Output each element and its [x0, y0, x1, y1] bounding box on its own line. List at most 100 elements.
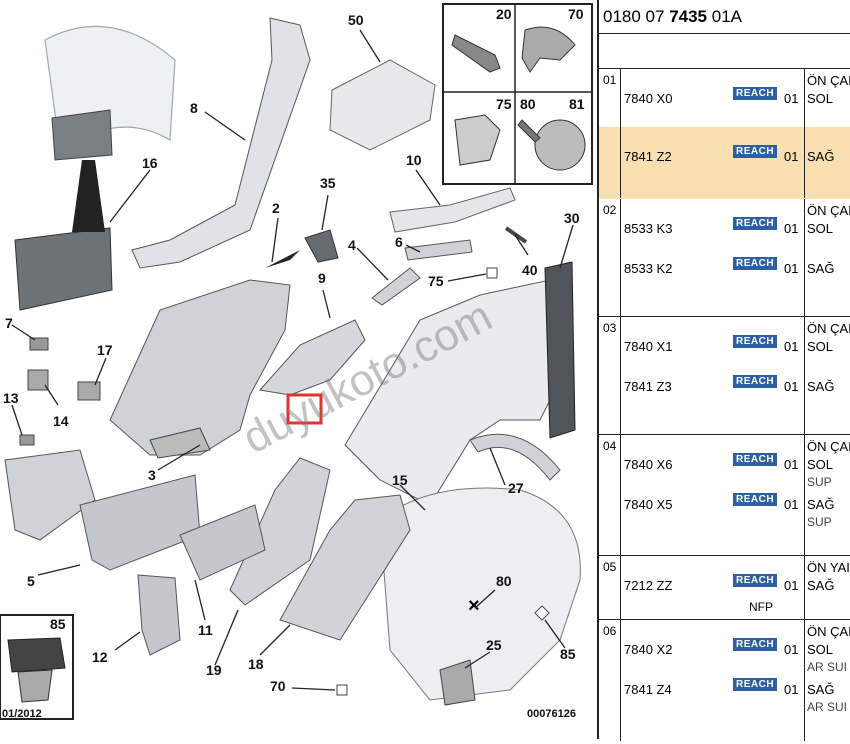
part-variant: SUP	[807, 475, 832, 489]
clip-part-17	[77, 381, 101, 401]
callout-5: 5	[27, 573, 35, 589]
callout-14: 14	[53, 413, 69, 429]
part-side: SAĞ	[807, 578, 835, 593]
callout-27: 27	[508, 480, 524, 496]
group-index: 04	[603, 439, 617, 453]
callout-7: 7	[5, 315, 13, 331]
inset-callout-80: 80	[520, 96, 536, 112]
part-desc: ÖN ÇAI	[807, 624, 850, 639]
part-40	[504, 226, 528, 244]
reach-badge: REACH	[733, 574, 778, 587]
group-index: 01	[603, 73, 617, 87]
leader-lines	[11, 29, 574, 691]
bracket-part-16-top	[51, 109, 113, 161]
part-code: 7212 ZZ	[624, 578, 673, 593]
part-code: 7840 X5	[624, 497, 673, 512]
part-row[interactable]: 7212 ZZ REACH 01 ÖN YAI SAĞ NFP	[599, 556, 850, 614]
part-desc: ÖN ÇAI	[807, 73, 850, 88]
nfp-label: NFP	[749, 600, 773, 614]
callout-35: 35	[320, 175, 336, 191]
callout-15: 15	[392, 472, 408, 488]
clip-part-75	[486, 267, 498, 279]
part-side: SAĞ	[807, 261, 835, 276]
part-variant: SUP	[807, 515, 832, 529]
reach-badge: REACH	[733, 257, 778, 270]
group-index: 06	[603, 624, 617, 638]
ref-main: 7435	[669, 7, 708, 26]
part-row[interactable]: 7840 X2 REACH 01 ÖN ÇAI SOL AR SUI	[599, 620, 850, 678]
group-01: 7840 X0 REACH 01 ÖN ÇAI SOL 7841 Z2 REAC…	[599, 69, 850, 199]
part-side: SOL	[807, 91, 834, 106]
callout-25: 25	[486, 637, 502, 653]
callout-4: 4	[348, 237, 356, 253]
cross-mark: ×	[468, 595, 480, 617]
part-side: SOL	[807, 642, 834, 657]
ref-suffix: 01A	[707, 7, 742, 26]
part-variant: AR SUI	[807, 700, 848, 714]
part-side: SOL	[807, 221, 834, 236]
part-row[interactable]: 8533 K2 REACH 01 SAĞ	[599, 239, 850, 297]
clip-part-85	[534, 605, 550, 621]
callout-19: 19	[206, 662, 222, 678]
reach-badge: REACH	[733, 678, 778, 691]
part-35	[304, 229, 339, 263]
bracket-part-25	[439, 659, 476, 706]
clip-part-70-inset	[521, 26, 576, 73]
washer-part-81	[534, 119, 586, 171]
clip-part-7	[29, 337, 49, 351]
part-row[interactable]: 7840 X1 REACH 01 ÖN ÇAI SOL	[599, 317, 850, 375]
part-side: SAĞ	[807, 149, 835, 164]
part-row[interactable]: 7840 X6 REACH 01 ÖN ÇAI SOL SUP	[599, 435, 850, 493]
inset-callout-85: 85	[50, 616, 66, 632]
part-row-selected[interactable]: 7841 Z2 REACH 01 SAĞ	[599, 127, 850, 199]
clip-part-85-inset	[7, 637, 66, 673]
group-index: 03	[603, 321, 617, 335]
clip-part-13	[19, 434, 35, 446]
callout-70: 70	[270, 678, 286, 694]
diagram-code: 00076126	[527, 708, 576, 720]
callout-18: 18	[248, 656, 264, 672]
callout-3: 3	[148, 467, 156, 483]
part-side: SAĞ	[807, 682, 835, 697]
part-row[interactable]: 7840 X0 REACH 01 ÖN ÇAI SOL	[599, 69, 850, 127]
pointer-wedge-16	[72, 160, 105, 232]
part-variant: AR SUI	[807, 660, 848, 674]
part-code: 7840 X1	[624, 339, 673, 354]
quantity: 01	[784, 339, 799, 354]
clip-part-70	[336, 684, 348, 696]
reach-badge: REACH	[733, 145, 778, 158]
header-blank-row	[599, 34, 850, 69]
part-row[interactable]: 8533 K3 REACH 01 ÖN ÇAI SOL	[599, 199, 850, 257]
part-row[interactable]: 7841 Z4 REACH 01 SAĞ AR SUI	[599, 660, 850, 718]
parts-diagram: ×	[0, 3, 593, 720]
callout-11: 11	[198, 622, 213, 638]
callout-75: 75	[428, 273, 444, 289]
part-row[interactable]: 7841 Z3 REACH 01 SAĞ	[599, 357, 850, 415]
part-desc: ÖN ÇAI	[807, 321, 850, 336]
part-code: 8533 K2	[624, 261, 673, 276]
inset-callout-81: 81	[569, 96, 585, 112]
group-index: 02	[603, 203, 617, 217]
callout-8: 8	[190, 100, 198, 116]
part-code: 7840 X6	[624, 457, 673, 472]
part-row[interactable]: 7840 X5 REACH 01 SAĞ SUP	[599, 475, 850, 533]
part-side: SAĞ	[807, 497, 835, 512]
group-05: 7212 ZZ REACH 01 ÖN YAI SAĞ NFP 05	[599, 556, 850, 620]
group-03: 7840 X1 REACH 01 ÖN ÇAI SOL 7841 Z3 REAC…	[599, 317, 850, 435]
pillar-part-8	[131, 17, 311, 269]
part-side: SOL	[807, 339, 834, 354]
ref-prefix: 0180 07	[603, 7, 670, 26]
quantity: 01	[784, 261, 799, 276]
reach-badge: REACH	[733, 375, 778, 388]
quantity: 01	[784, 642, 799, 657]
quantity: 01	[784, 682, 799, 697]
pointer-wedge-2	[265, 250, 300, 268]
part-code: 7841 Z2	[624, 149, 672, 164]
reach-badge: REACH	[733, 87, 778, 100]
reach-badge: REACH	[733, 453, 778, 466]
bracket-part-6	[404, 239, 473, 261]
inset-callout-20: 20	[496, 6, 512, 22]
bracket-part-4	[371, 267, 421, 306]
quantity: 01	[784, 91, 799, 106]
group-02: 8533 K3 REACH 01 ÖN ÇAI SOL 8533 K2 REAC…	[599, 199, 850, 317]
